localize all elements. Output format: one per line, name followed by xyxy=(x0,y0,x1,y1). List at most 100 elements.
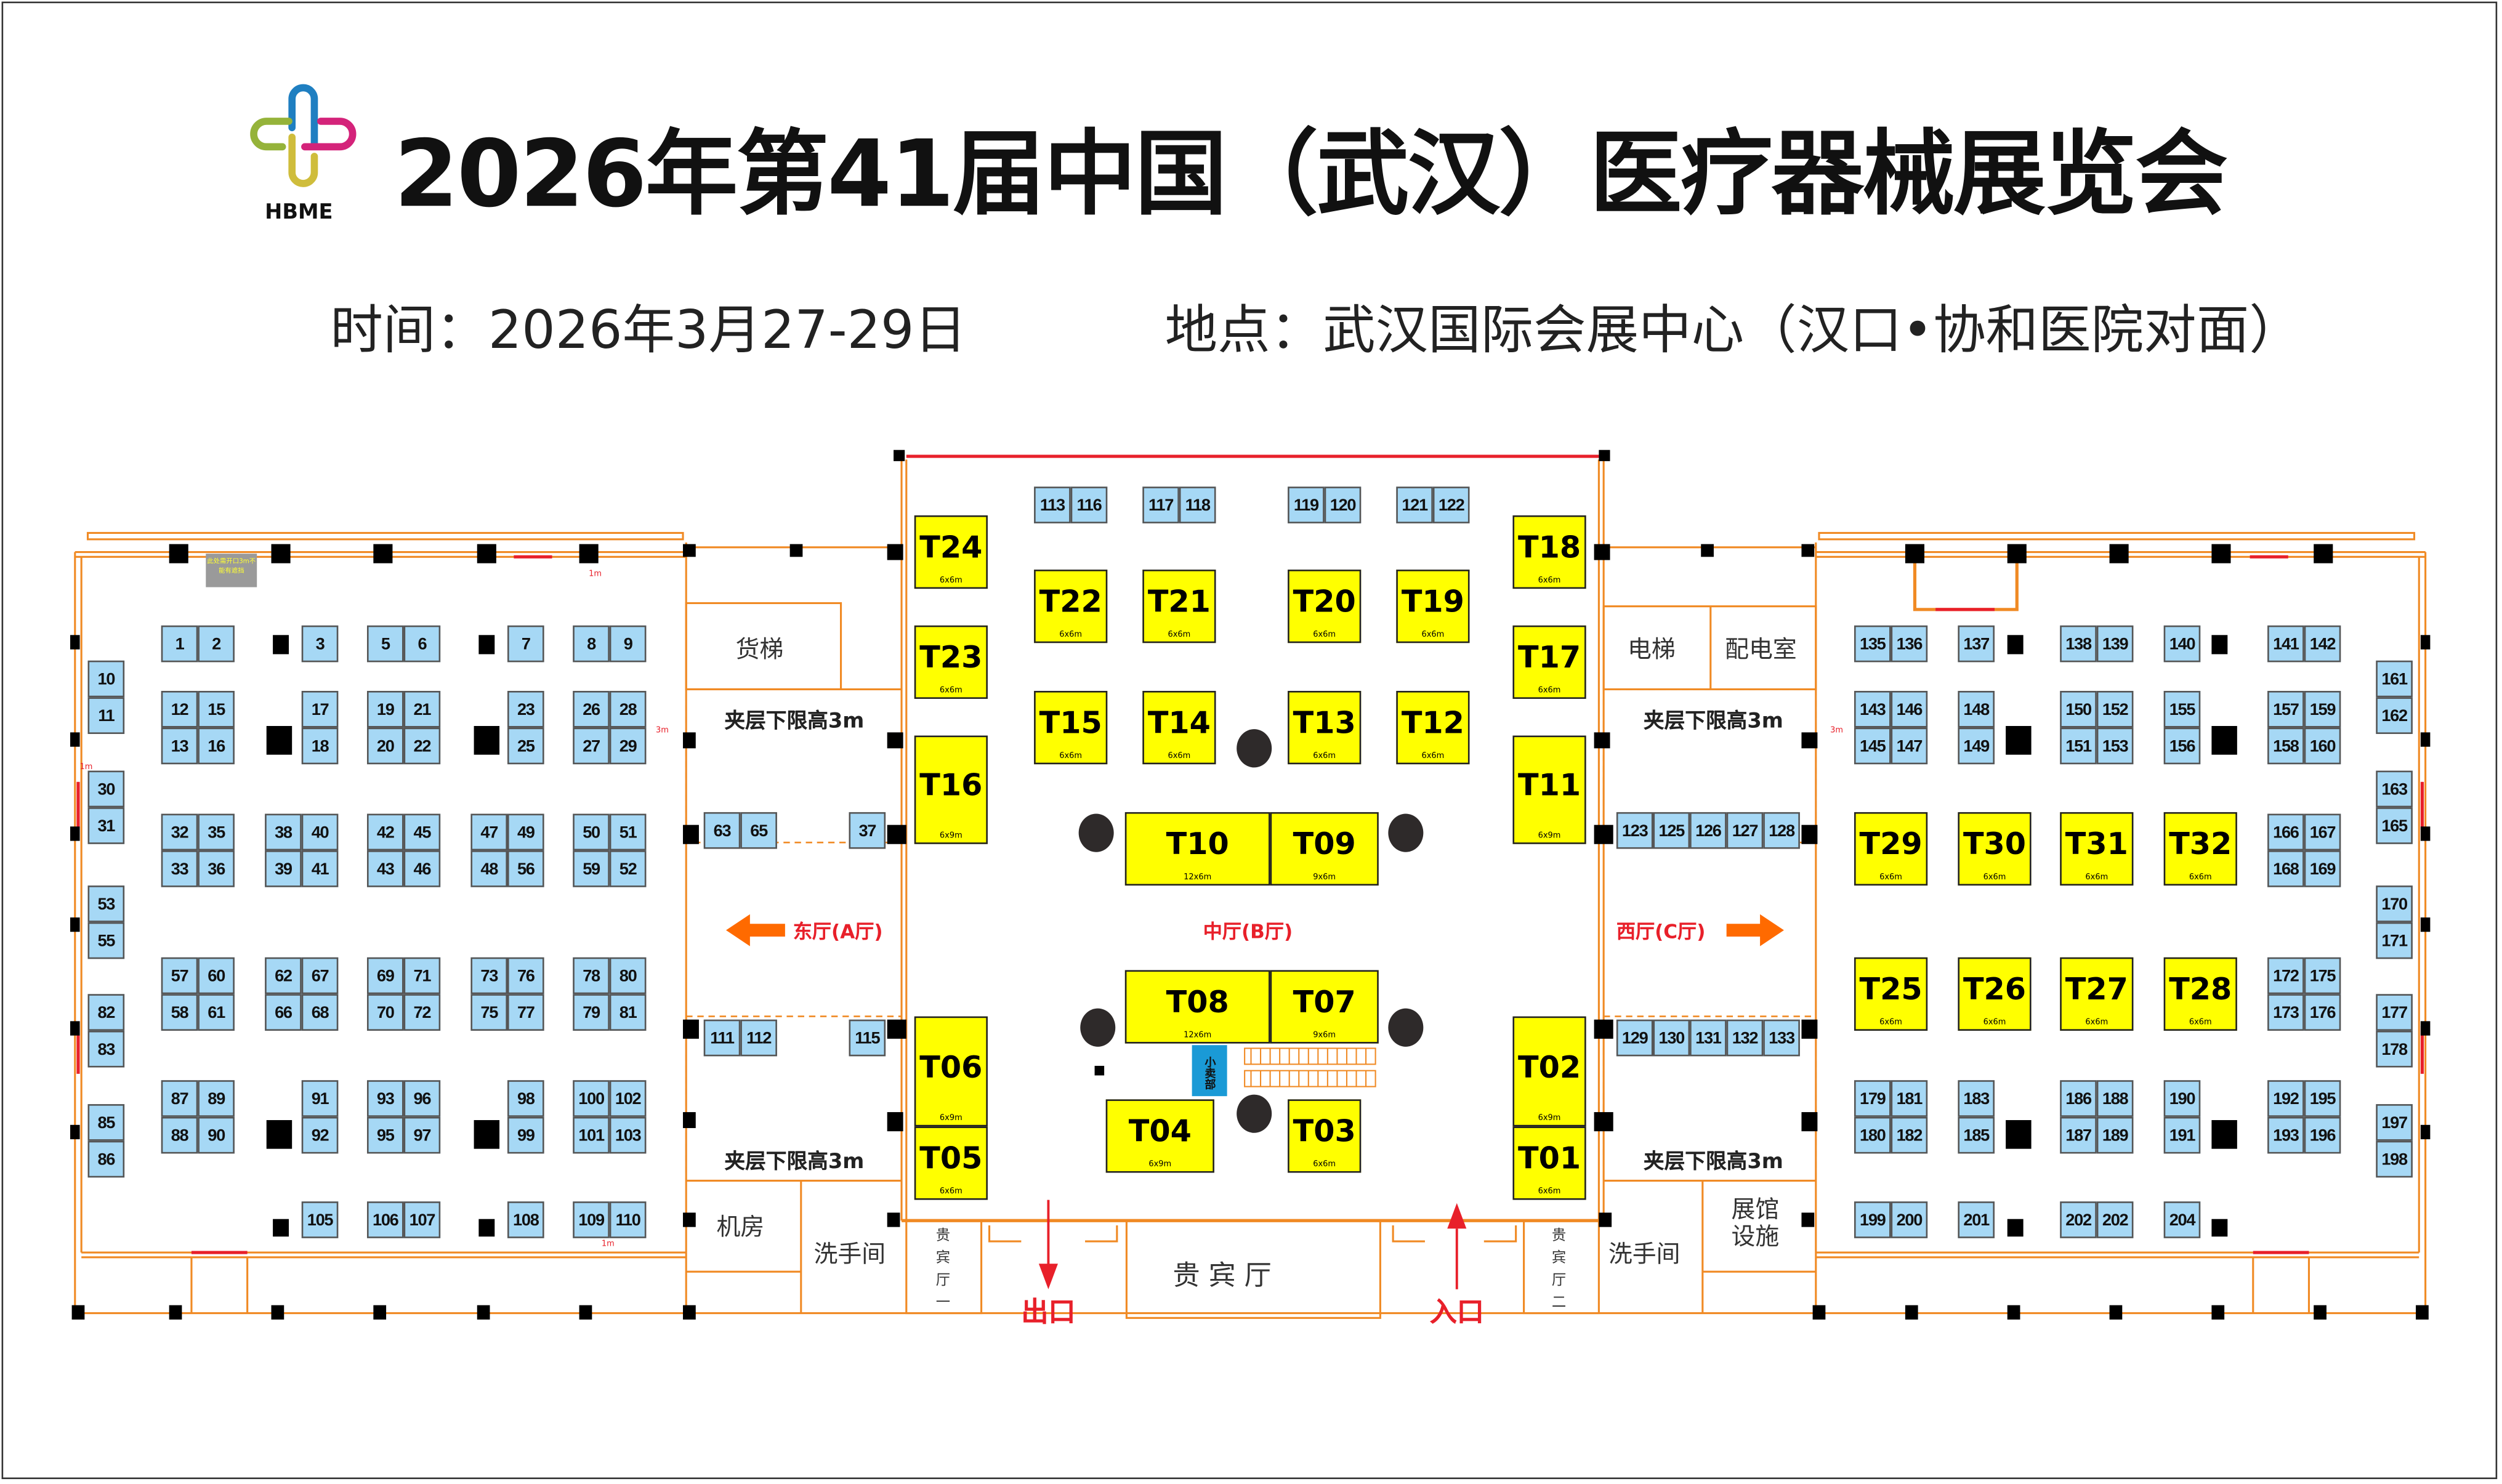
booth-31[interactable]: 31 xyxy=(87,807,125,844)
booth-163[interactable]: 163 xyxy=(2376,770,2413,808)
booth-138[interactable]: 138 xyxy=(2060,625,2097,663)
booth-155[interactable]: 155 xyxy=(2163,690,2201,728)
booth-170[interactable]: 170 xyxy=(2376,885,2413,922)
booth-182[interactable]: 182 xyxy=(1891,1116,1928,1154)
booth-29[interactable]: 29 xyxy=(609,727,647,765)
booth-32[interactable]: 32 xyxy=(161,813,198,851)
booth-85[interactable]: 85 xyxy=(87,1104,125,1141)
booth-109[interactable]: 109 xyxy=(573,1201,610,1238)
booth-192[interactable]: 192 xyxy=(2267,1080,2304,1117)
booth-178[interactable]: 178 xyxy=(2376,1030,2413,1068)
booth-128[interactable]: 128 xyxy=(1763,812,1800,849)
booth-118[interactable]: 118 xyxy=(1179,486,1216,523)
booth-19[interactable]: 19 xyxy=(366,690,404,728)
booth-38[interactable]: 38 xyxy=(265,813,302,851)
booth-13[interactable]: 13 xyxy=(161,727,198,765)
booth-204[interactable]: 204 xyxy=(2163,1201,2201,1238)
booth-133[interactable]: 133 xyxy=(1763,1019,1800,1057)
booth-111[interactable]: 111 xyxy=(703,1019,741,1057)
booth-183[interactable]: 183 xyxy=(1958,1080,1995,1117)
booth-33[interactable]: 33 xyxy=(161,850,198,887)
booth-6[interactable]: 6 xyxy=(403,625,441,663)
booth-103[interactable]: 103 xyxy=(609,1116,647,1154)
booth-172[interactable]: 172 xyxy=(2267,957,2304,994)
booth-171[interactable]: 171 xyxy=(2376,922,2413,959)
booth-140[interactable]: 140 xyxy=(2163,625,2201,663)
booth-105[interactable]: 105 xyxy=(301,1201,339,1238)
booth-40[interactable]: 40 xyxy=(301,813,339,851)
booth-22[interactable]: 22 xyxy=(403,727,441,765)
booth-131[interactable]: 131 xyxy=(1690,1019,1727,1057)
booth-39[interactable]: 39 xyxy=(265,850,302,887)
booth-167[interactable]: 167 xyxy=(2304,813,2341,851)
booth-3[interactable]: 3 xyxy=(301,625,339,663)
booth-153[interactable]: 153 xyxy=(2096,727,2134,765)
booth-21[interactable]: 21 xyxy=(403,690,441,728)
booth-189[interactable]: 189 xyxy=(2096,1116,2134,1154)
booth-159[interactable]: 159 xyxy=(2304,690,2341,728)
booth-43[interactable]: 43 xyxy=(366,850,404,887)
booth-135[interactable]: 135 xyxy=(1854,625,1891,663)
booth-71[interactable]: 71 xyxy=(403,957,441,994)
booth-15[interactable]: 15 xyxy=(198,690,235,728)
booth-193[interactable]: 193 xyxy=(2267,1116,2304,1154)
booth-101[interactable]: 101 xyxy=(573,1116,610,1154)
booth-18[interactable]: 18 xyxy=(301,727,339,765)
booth-187[interactable]: 187 xyxy=(2060,1116,2097,1154)
booth-158[interactable]: 158 xyxy=(2267,727,2304,765)
booth-129[interactable]: 129 xyxy=(1616,1019,1653,1057)
booth-89[interactable]: 89 xyxy=(198,1080,235,1117)
booth-117[interactable]: 117 xyxy=(1142,486,1179,523)
booth-86[interactable]: 86 xyxy=(87,1140,125,1178)
booth-175[interactable]: 175 xyxy=(2304,957,2341,994)
booth-96[interactable]: 96 xyxy=(403,1080,441,1117)
booth-191[interactable]: 191 xyxy=(2163,1116,2201,1154)
booth-92[interactable]: 92 xyxy=(301,1116,339,1154)
booth-81[interactable]: 81 xyxy=(609,994,647,1031)
booth-137[interactable]: 137 xyxy=(1958,625,1995,663)
booth-7[interactable]: 7 xyxy=(507,625,544,663)
booth-59[interactable]: 59 xyxy=(573,850,610,887)
booth-30[interactable]: 30 xyxy=(87,770,125,808)
booth-112[interactable]: 112 xyxy=(740,1019,777,1057)
booth-45[interactable]: 45 xyxy=(403,813,441,851)
booth-180[interactable]: 180 xyxy=(1854,1116,1891,1154)
booth-145[interactable]: 145 xyxy=(1854,727,1891,765)
booth-136[interactable]: 136 xyxy=(1891,625,1928,663)
booth-69[interactable]: 69 xyxy=(366,957,404,994)
booth-17[interactable]: 17 xyxy=(301,690,339,728)
booth-100[interactable]: 100 xyxy=(573,1080,610,1117)
booth-122[interactable]: 122 xyxy=(1432,486,1470,523)
booth-83[interactable]: 83 xyxy=(87,1030,125,1068)
booth-50[interactable]: 50 xyxy=(573,813,610,851)
booth-60[interactable]: 60 xyxy=(198,957,235,994)
booth-125[interactable]: 125 xyxy=(1653,812,1690,849)
booth-10[interactable]: 10 xyxy=(87,660,125,698)
booth-120[interactable]: 120 xyxy=(1324,486,1362,523)
booth-78[interactable]: 78 xyxy=(573,957,610,994)
booth-106[interactable]: 106 xyxy=(366,1201,404,1238)
booth-98[interactable]: 98 xyxy=(507,1080,544,1117)
booth-126[interactable]: 126 xyxy=(1690,812,1727,849)
booth-107[interactable]: 107 xyxy=(403,1201,441,1238)
booth-67[interactable]: 67 xyxy=(301,957,339,994)
booth-66[interactable]: 66 xyxy=(265,994,302,1031)
booth-11[interactable]: 11 xyxy=(87,697,125,734)
booth-201[interactable]: 201 xyxy=(1958,1201,1995,1238)
booth-72[interactable]: 72 xyxy=(403,994,441,1031)
booth-55[interactable]: 55 xyxy=(87,922,125,959)
